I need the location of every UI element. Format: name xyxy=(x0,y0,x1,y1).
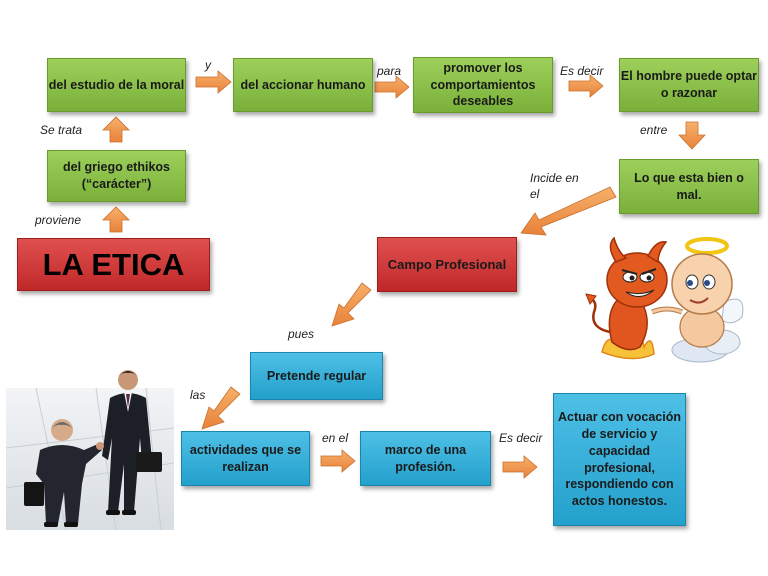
box-campo-profesional-text: Campo Profesional xyxy=(387,256,507,272)
box-actuar-con-vocacion: Actuar con vocación de servicio y capaci… xyxy=(553,393,686,526)
arrow-up-proviene xyxy=(102,206,130,233)
arrow-diag-pues xyxy=(331,282,372,327)
devil-angel-illustration xyxy=(585,236,744,363)
label-proviene: proviene xyxy=(35,213,82,227)
box-pretende-regular: Pretende regular xyxy=(250,352,383,400)
arrow-right-esdecir1 xyxy=(568,74,604,98)
arrow-down-entre xyxy=(678,121,706,150)
arrow-right-enel xyxy=(320,449,356,473)
la-etica-title: LA ETICA xyxy=(42,246,185,282)
label-en-el: en el xyxy=(322,431,349,445)
label-es-decir-2: Es decir xyxy=(499,431,543,445)
box-griego-ethikos: del griego ethikos (“carácter”) xyxy=(47,150,186,202)
box-marco-profesion: marco de una profesión. xyxy=(360,431,491,486)
label-es-decir-1: Es decir xyxy=(560,64,604,78)
arrow-up-setrata xyxy=(102,116,130,143)
box-actividades: actividades que se realizan xyxy=(181,431,310,486)
label-pues: pues xyxy=(288,327,315,341)
box-griego-ethikos-text: del griego ethikos (“carácter”) xyxy=(63,160,170,191)
box-la-etica: LA ETICA xyxy=(17,238,210,291)
box-marco-profesion-text: marco de una profesión. xyxy=(384,442,467,474)
box-actividades-text: actividades que se realizan xyxy=(189,442,302,474)
box-hombre-optar: El hombre puede optar o razonar xyxy=(619,58,759,112)
arrow-right-y xyxy=(195,70,232,94)
businessmen-figures xyxy=(24,370,162,527)
arrow-diag-incide xyxy=(520,186,617,236)
box-promover-text: promover los comportamientos deseables xyxy=(430,60,536,109)
box-accionar-humano-text: del accionar humano xyxy=(240,77,366,92)
box-accionar-humano: del accionar humano xyxy=(233,58,373,112)
label-se-trata: Se trata xyxy=(40,123,83,137)
label-entre: entre xyxy=(640,123,668,137)
arrow-right-para xyxy=(374,75,410,99)
box-campo-profesional: Campo Profesional xyxy=(377,237,517,292)
arrow-right-esdecir2 xyxy=(502,455,538,479)
label-las: las xyxy=(190,388,206,402)
box-promover: promover los comportamientos deseables xyxy=(413,57,553,113)
box-actuar-text: Actuar con vocación de servicio y capaci… xyxy=(558,409,681,509)
box-pretende-regular-text: Pretende regular xyxy=(266,368,367,383)
box-estudio-moral: del estudio de la moral xyxy=(47,58,186,112)
arrow-diag-las xyxy=(201,386,241,430)
box-estudio-moral-text: del estudio de la moral xyxy=(48,77,185,92)
box-bien-mal: Lo que esta bien o mal. xyxy=(619,159,759,214)
box-hombre-optar-text: El hombre puede optar o razonar xyxy=(620,69,758,100)
label-para: para xyxy=(377,64,402,78)
label-incide-en-el: Incide en el xyxy=(530,171,579,201)
label-y: y xyxy=(205,58,211,72)
box-bien-mal-text: Lo que esta bien o mal. xyxy=(634,170,744,202)
